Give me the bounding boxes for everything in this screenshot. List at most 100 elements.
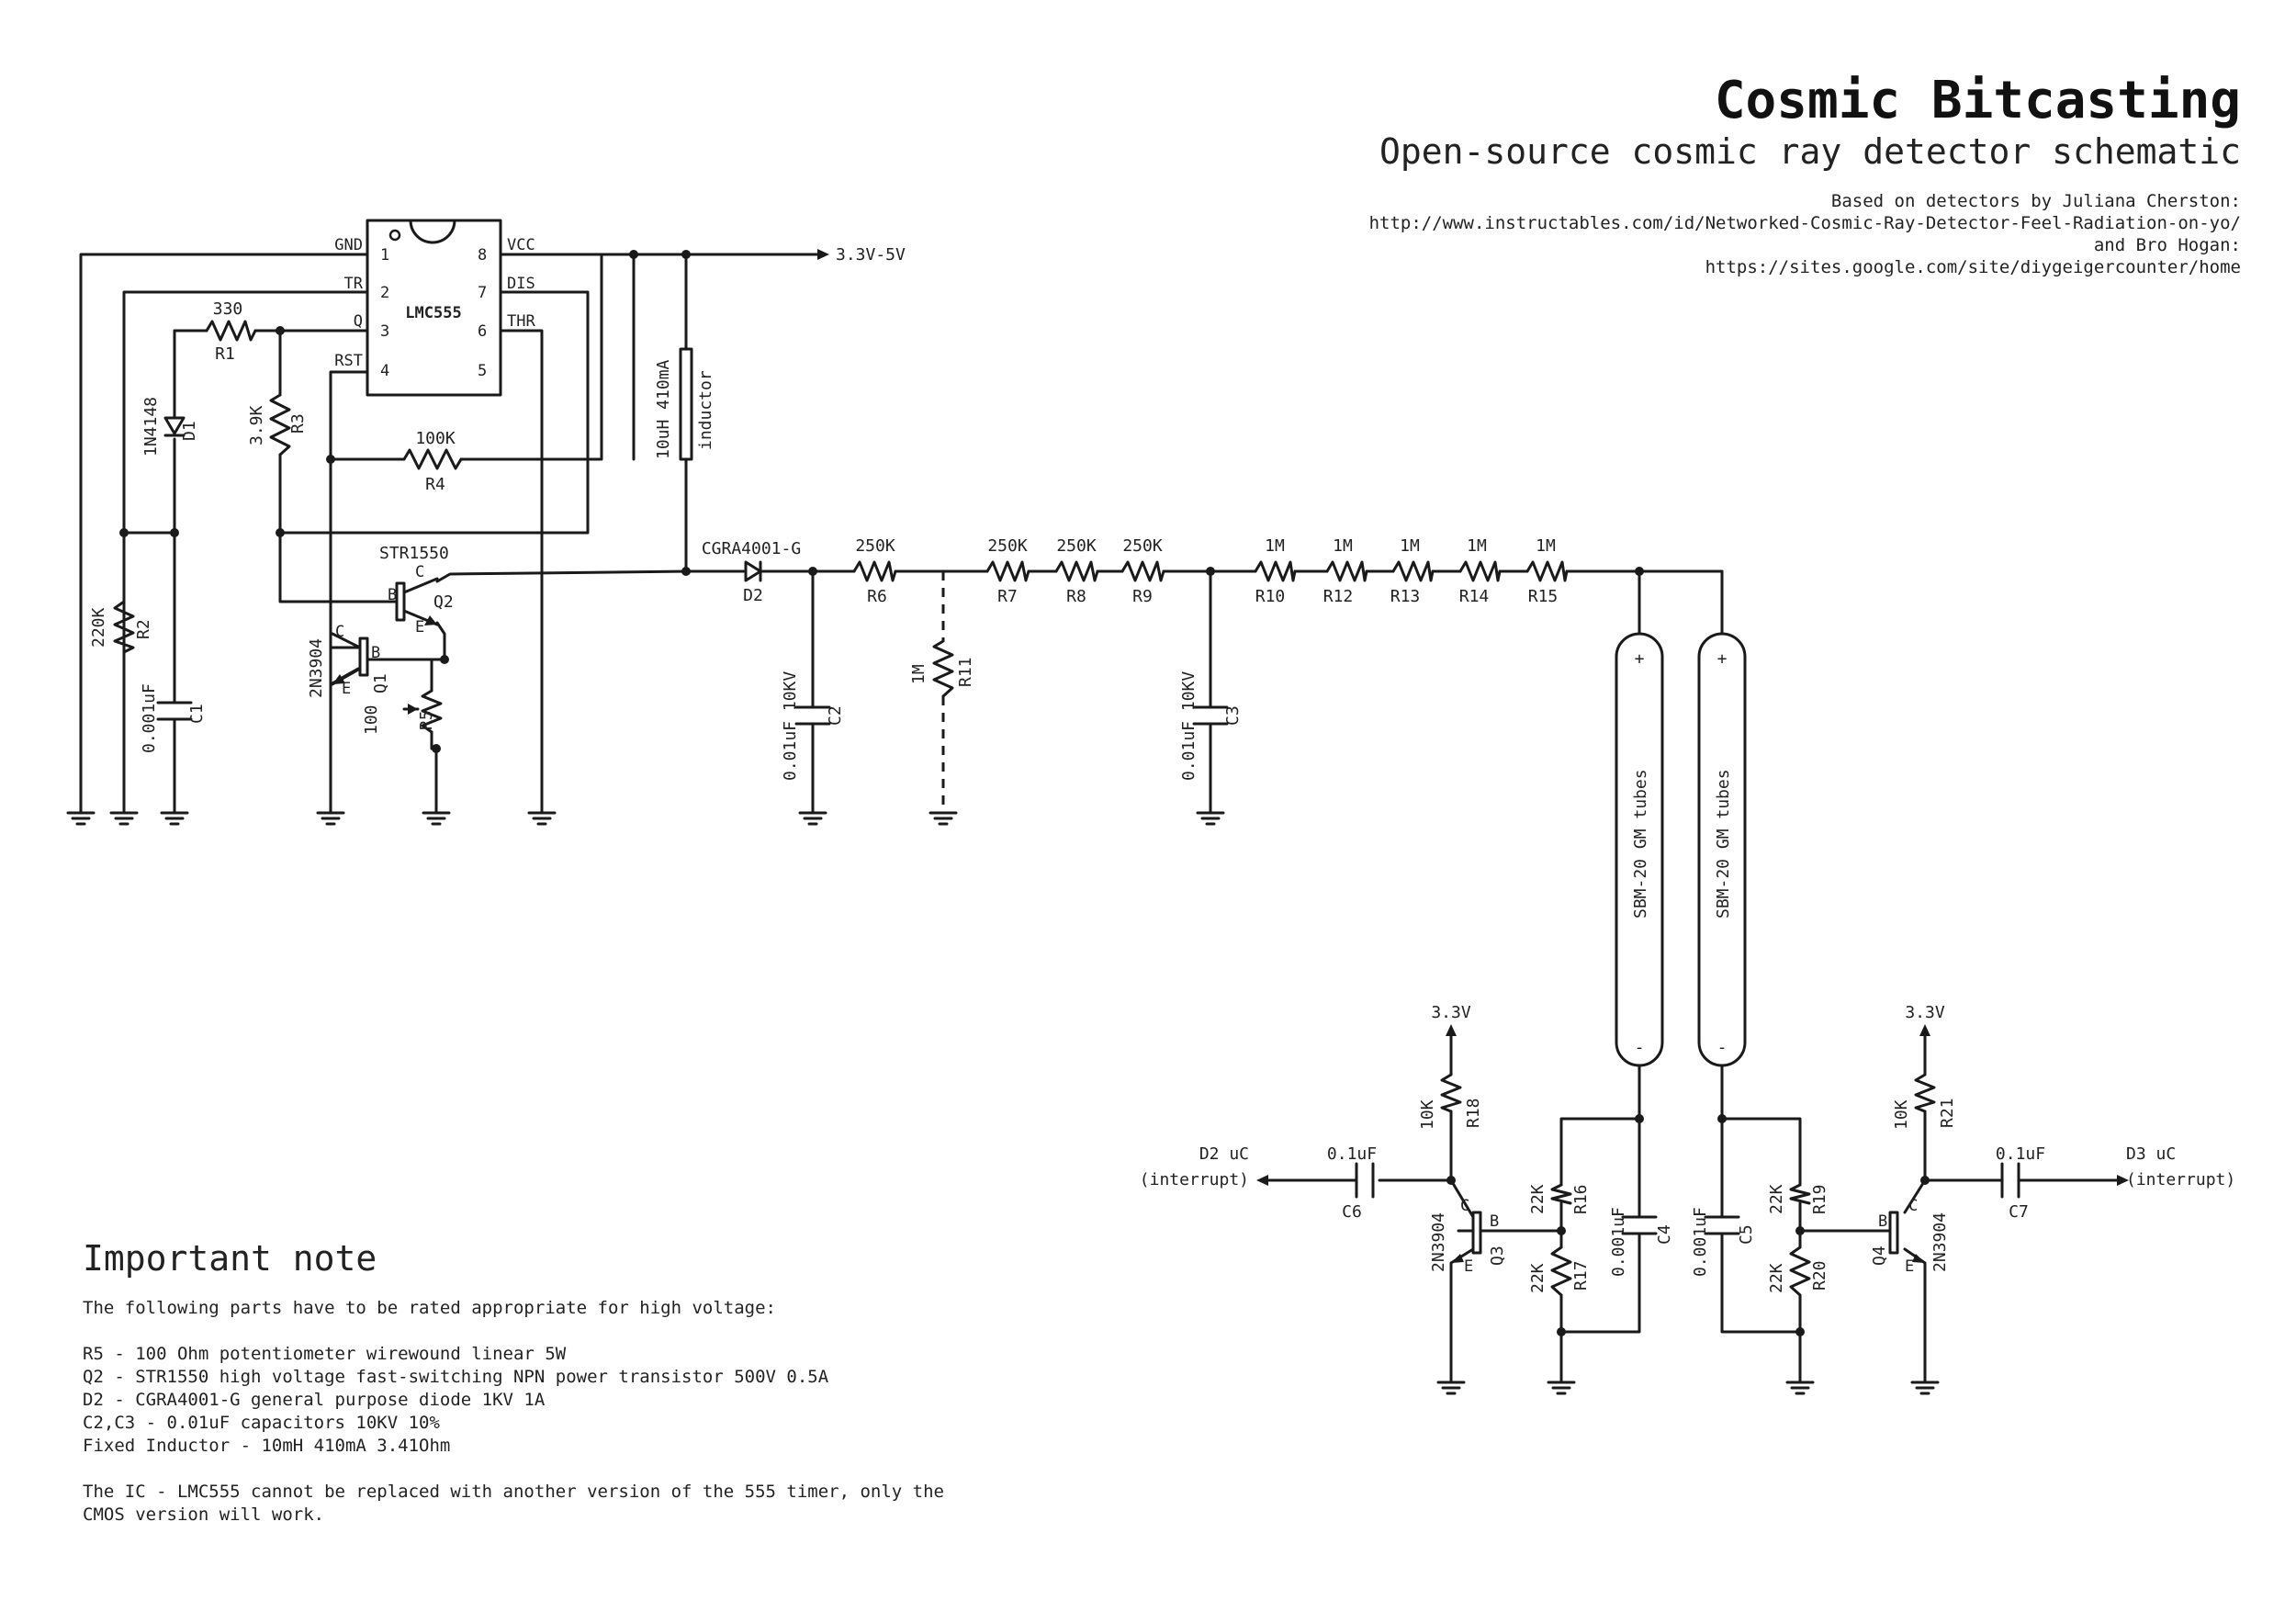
capacitor-c7: 0.1uF C7: [1996, 1144, 2045, 1222]
r6-value: 250K: [855, 536, 895, 556]
ic-pin-thr-label: THR: [507, 312, 535, 331]
resistor-r8: 250K R8: [1054, 536, 1099, 606]
q1-pin-e: E: [342, 680, 351, 698]
q3-value: 2N3904: [1429, 1212, 1448, 1272]
ic-pin-gnd-label: GND: [334, 236, 363, 254]
r12-value: 1M: [1333, 536, 1353, 556]
r18-value: 10K: [1418, 1099, 1437, 1130]
ground-icon: [316, 811, 345, 826]
credit-line-1: Based on detectors by Juliana Cherston:: [1831, 191, 2241, 211]
resistor-r2: 220K R2: [89, 600, 153, 654]
supply-3v3-left-label: 3.3V: [1431, 1003, 1471, 1022]
tube1-label: SBM-20 GM tubes: [1631, 769, 1650, 919]
d1-value: 1N4148: [141, 397, 161, 456]
q4-pin-c: C: [1908, 1197, 1918, 1215]
r18-ref: R18: [1464, 1098, 1483, 1128]
c3-value: 0.01uF 10KV: [1179, 671, 1199, 781]
d1-ref: D1: [180, 421, 199, 441]
transistor-q4: 2N3904 Q4 C B E: [1870, 1197, 1950, 1276]
tube2-label: SBM-20 GM tubes: [1714, 769, 1733, 919]
d2-ref: D2: [743, 586, 763, 605]
c2-value: 0.01uF 10KV: [781, 671, 800, 781]
r11-value: 1M: [909, 664, 929, 684]
capacitor-c4: 0.001uF C4: [1609, 1207, 1674, 1277]
r3-value: 3.9K: [247, 405, 266, 445]
r6-ref: R6: [867, 587, 887, 606]
ic-pin-2-num: 2: [380, 284, 389, 302]
junction-dots: [119, 250, 1930, 1336]
output-right-line1: D3 uC: [2126, 1144, 2176, 1164]
ic-pin-6-num: 6: [478, 322, 487, 341]
tube2-minus: -: [1717, 1038, 1728, 1057]
ic-pin-8-num: 8: [478, 246, 487, 265]
resistor-r12: 1M R12: [1323, 536, 1368, 606]
capacitor-c2: 0.01uF 10KV C2: [781, 671, 845, 781]
ground-symbols: [66, 811, 1940, 1395]
ic-pin-tr-label: TR: [344, 275, 364, 293]
ic-pin-3-num: 3: [380, 322, 389, 341]
c3-ref: C3: [1223, 705, 1243, 726]
inductor-value: 10uH 410mA: [654, 359, 673, 459]
ic-name: LMC555: [405, 304, 461, 322]
c6-value: 0.1uF: [1327, 1144, 1377, 1164]
resistor-r11: 1M R11: [909, 639, 975, 698]
resistor-r4: 100K R4: [402, 429, 463, 494]
ic-pin-5-num: 5: [478, 362, 487, 380]
r2-ref: R2: [134, 619, 153, 639]
ground-icon: [160, 811, 189, 826]
ic-pin-rst-label: RST: [334, 352, 363, 370]
ground-icon: [1785, 1381, 1815, 1395]
resistor-r17: 22K R17: [1528, 1245, 1591, 1297]
resistor-r15: 1M R15: [1525, 536, 1569, 606]
ic-pin-vcc-label: VCC: [507, 236, 535, 254]
c4-value: 0.001uF: [1609, 1207, 1628, 1277]
resistor-r10: 1M R10: [1254, 536, 1297, 606]
ground-icon: [109, 811, 139, 826]
r10-value: 1M: [1265, 536, 1285, 556]
ground-icon: [1910, 1381, 1940, 1395]
page-title: Cosmic Bitcasting: [1715, 71, 2241, 130]
output-right: D3 uC (interrupt): [2117, 1144, 2235, 1189]
q2-ref: Q2: [433, 592, 454, 612]
tube1-minus: -: [1635, 1038, 1645, 1057]
note-footer-2: CMOS version will work.: [83, 1505, 324, 1525]
q1-pin-b: B: [371, 644, 380, 662]
c7-ref: C7: [2009, 1202, 2029, 1222]
ground-icon: [929, 811, 958, 826]
q3-ref: Q3: [1488, 1245, 1507, 1266]
ground-icon: [1196, 811, 1225, 826]
d2-value: CGRA4001-G: [702, 539, 801, 558]
q3-pin-e: E: [1464, 1257, 1473, 1276]
resistor-r13: 1M R13: [1390, 536, 1435, 606]
note-item-4: C2,C3 - 0.01uF capacitors 10KV 10%: [83, 1413, 440, 1433]
r8-ref: R8: [1066, 587, 1086, 606]
ic-lmc555: LMC555 GND 1 TR 2 Q 3 RST 4 VCC 8 DIS 7 …: [334, 219, 535, 397]
resistor-r9: 250K R9: [1120, 536, 1165, 606]
output-right-line2: (interrupt): [2126, 1170, 2235, 1189]
note-item-2: Q2 - STR1550 high voltage fast-switching…: [83, 1367, 829, 1387]
supply-vcc: 3.3V-5V: [817, 245, 906, 265]
resistor-r14: 1M R14: [1458, 536, 1502, 606]
c1-ref: C1: [187, 704, 207, 724]
resistor-r3: 3.9K R3: [247, 393, 308, 456]
resistor-r6: 250K R6: [852, 536, 897, 606]
page-subtitle: Open-source cosmic ray detector schemati…: [1379, 131, 2241, 172]
r17-ref: R17: [1571, 1260, 1591, 1291]
r5-value: 100: [362, 704, 381, 735]
q1-pin-c: C: [335, 623, 344, 641]
q2-pin-e: E: [415, 618, 424, 637]
c6-ref: C6: [1342, 1202, 1362, 1222]
ground-icon: [527, 811, 557, 826]
r10-ref: R10: [1255, 587, 1286, 606]
ground-icon: [1436, 1381, 1466, 1395]
r3-ref: R3: [288, 413, 308, 434]
supply-3v3-left: 3.3V: [1431, 1003, 1471, 1036]
r21-ref: R21: [1938, 1098, 1957, 1128]
r16-value: 22K: [1528, 1184, 1548, 1214]
r5-ref: R5: [417, 710, 436, 730]
ic-pin-4-num: 4: [380, 362, 389, 380]
tube1-plus: +: [1635, 649, 1645, 669]
potentiometer-r5: 100 R5: [362, 689, 443, 735]
c5-ref: C5: [1737, 1224, 1756, 1245]
